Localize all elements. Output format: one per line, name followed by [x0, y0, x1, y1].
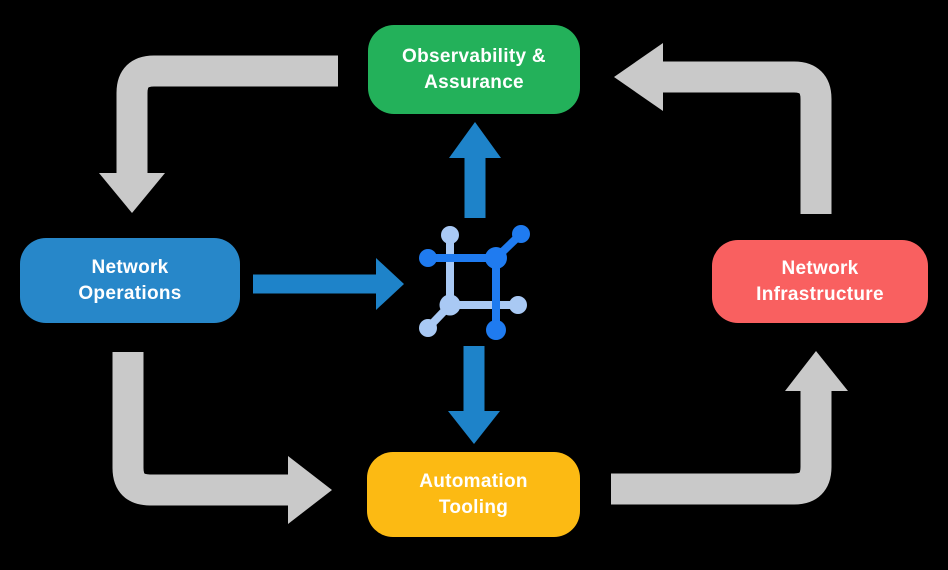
cycle-arrow-operations-to-automation — [112, 352, 332, 524]
node-network-operations: Network Operations — [20, 238, 240, 323]
node-observability-assurance: Observability & Assurance — [368, 25, 580, 114]
node-network-infrastructure: Network Infrastructure — [712, 240, 928, 323]
node-label-line: Infrastructure — [756, 283, 884, 305]
node-label-line: Assurance — [424, 71, 524, 93]
cycle-arrow-infrastructure-to-observability — [614, 43, 832, 214]
node-automation-tooling: Automation Tooling — [367, 452, 580, 537]
cycle-arrow-observability-to-operations — [99, 55, 338, 213]
flow-arrow-platform-to-automation — [448, 346, 500, 444]
node-label-line: Observability & — [402, 46, 546, 68]
cycle-arrow-automation-to-infrastructure — [611, 351, 848, 505]
node-label-line: Tooling — [438, 496, 509, 518]
node-label-line: Network — [781, 258, 859, 280]
node-label-line: Operations — [78, 282, 182, 304]
node-label-line: Network — [91, 257, 169, 279]
flow-arrow-platform-to-observability — [449, 122, 501, 218]
flow-arrow-operations-to-platform — [253, 258, 404, 310]
network-mesh-icon — [419, 225, 530, 340]
node-label-line: Automation — [419, 471, 528, 493]
